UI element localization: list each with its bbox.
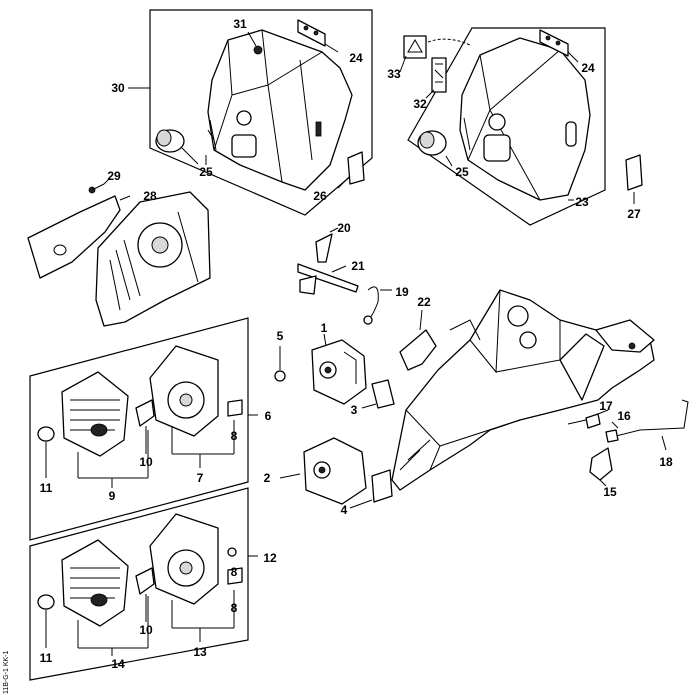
callout-24a: 24 [349, 51, 363, 65]
callout-25a: 25 [199, 165, 213, 179]
callout-22: 22 [417, 295, 431, 309]
callout-18: 18 [659, 455, 673, 469]
callout-33: 33 [387, 67, 401, 81]
callout-27: 27 [627, 207, 641, 221]
callout-5: 5 [277, 329, 284, 343]
callout-8a: 8 [231, 429, 238, 443]
air-filter-14 [61, 539, 129, 627]
callout-31: 31 [233, 17, 247, 31]
clip-24-left [297, 19, 326, 47]
filler-cap-25 [155, 129, 185, 153]
fan-housing-28 [27, 183, 211, 327]
callout-2: 2 [264, 471, 271, 485]
callout-23: 23 [575, 195, 589, 209]
callout-8c: 8 [231, 565, 238, 579]
shroud-assembly-30 [149, 9, 373, 216]
callout-21: 21 [351, 259, 365, 273]
callout-26: 26 [313, 189, 327, 203]
callout-1: 1 [321, 321, 328, 335]
callout-29: 29 [107, 169, 121, 183]
callout-9: 9 [109, 489, 116, 503]
callout-15: 15 [603, 485, 617, 499]
callout-4: 4 [341, 503, 348, 517]
main-housing [391, 289, 655, 491]
callout-17: 17 [599, 399, 613, 413]
carburetor-2 [303, 437, 367, 505]
callout-13: 13 [193, 645, 207, 659]
callout-24b: 24 [581, 61, 595, 75]
callout-10b: 10 [139, 623, 153, 637]
clip-24-right [539, 29, 569, 57]
callout-25b: 25 [455, 165, 469, 179]
air-filter-13 [149, 513, 219, 605]
callout-16: 16 [617, 409, 631, 423]
carburetor-1 [311, 339, 367, 405]
callout-32: 32 [413, 97, 427, 111]
callout-28: 28 [143, 189, 157, 203]
filler-cap-25b [417, 130, 447, 156]
side-reference-code: 11B-G-1 KK-1 [3, 650, 10, 694]
shroud-assembly-23 [403, 27, 606, 226]
callout-7: 7 [197, 471, 204, 485]
callout-14: 14 [111, 657, 125, 671]
callout-11b: 11 [40, 651, 53, 665]
callout-30: 30 [111, 81, 125, 95]
callout-8b: 8 [231, 601, 238, 615]
callout-10a: 10 [139, 455, 153, 469]
callout-19: 19 [395, 285, 409, 299]
callout-3: 3 [351, 403, 358, 417]
air-filter-9 [61, 371, 129, 457]
callout-6: 6 [265, 409, 272, 423]
callout-labels: 1 2 3 4 5 6 7 8 8 8 9 10 10 11 11 12 13 … [40, 17, 673, 671]
callout-12: 12 [263, 551, 277, 565]
callout-20: 20 [337, 221, 351, 235]
air-filter-7 [149, 345, 219, 437]
callout-11a: 11 [40, 481, 53, 495]
